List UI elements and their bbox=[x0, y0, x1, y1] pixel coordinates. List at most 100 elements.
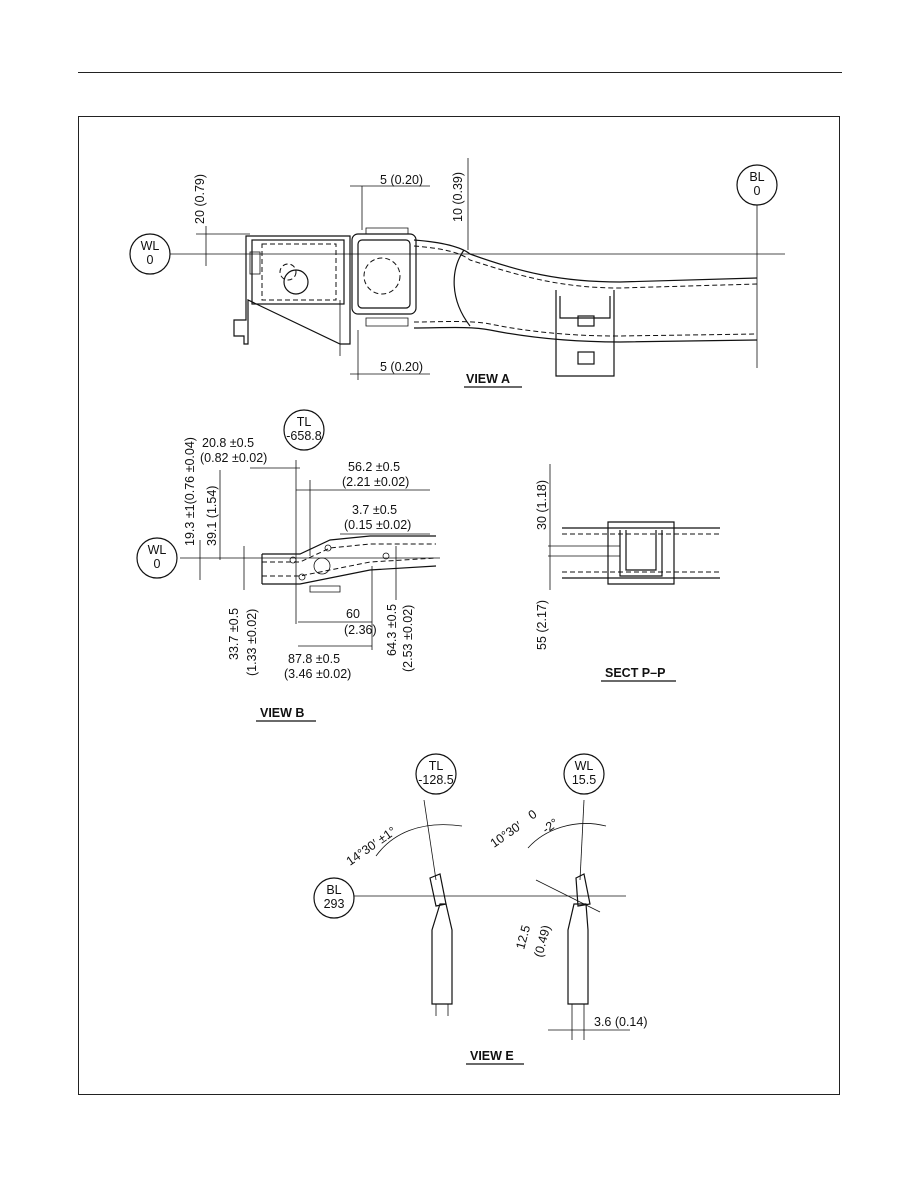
bl-label: BL bbox=[749, 170, 764, 184]
tl-b-label: TL bbox=[297, 415, 312, 429]
wl-0-callout bbox=[129, 233, 171, 275]
dim-height-20: 20 (0.79) bbox=[193, 174, 207, 224]
right-pipe-axis bbox=[579, 799, 585, 881]
wl-callout-b bbox=[136, 537, 178, 579]
view-e: TL -128.5 WL 15.5 BL 293 14°30′ ±1° 10°3… bbox=[313, 753, 648, 1065]
dim-d3-in: (0.15 ±0.02) bbox=[344, 518, 411, 532]
wl-value: 0 bbox=[147, 253, 154, 267]
dim-bottom-gap: 5 (0.20) bbox=[380, 360, 423, 374]
frame-hidden-lower bbox=[413, 321, 758, 337]
dim-d1: 20.8 ±0.5 bbox=[202, 436, 254, 450]
b-member-hidden-lower bbox=[262, 557, 437, 577]
frame-hidden-upper bbox=[413, 245, 758, 289]
pp-dim-bottom: 55 (2.17) bbox=[535, 600, 549, 650]
view-e-title: VIEW E bbox=[470, 1049, 514, 1063]
dim-v1: 19.3 ±1(0.76 ±0.04) bbox=[183, 437, 197, 546]
dim-d5: 87.8 ±0.5 bbox=[288, 652, 340, 666]
bracket-hidden-panel bbox=[261, 243, 337, 301]
bl-e-label: BL bbox=[326, 883, 341, 897]
b-member-hidden-upper bbox=[262, 543, 436, 563]
b-member-upper bbox=[262, 535, 436, 555]
section-p-p: 30 (1.18) 55 (2.17) SECT P–P bbox=[535, 464, 720, 682]
view-b-title: VIEW B bbox=[260, 706, 304, 720]
b-member-lower bbox=[262, 565, 437, 585]
wl-label: WL bbox=[141, 239, 160, 253]
dim-d4-in: (2.36) bbox=[344, 623, 377, 637]
b-hole-4 bbox=[382, 552, 390, 560]
clip-nut bbox=[577, 351, 595, 365]
view-a-title: VIEW A bbox=[466, 372, 510, 386]
left-bracket-outline bbox=[233, 235, 351, 345]
dim-d5-in: (3.46 ±0.02) bbox=[284, 667, 351, 681]
dim-v4: 64.3 ±0.5 bbox=[385, 604, 399, 656]
bl-value: 0 bbox=[754, 184, 761, 198]
wl-b-label: WL bbox=[148, 543, 167, 557]
left-angle-arc bbox=[375, 824, 463, 857]
pp-clip-inner bbox=[619, 530, 663, 577]
dim-v2: 39.1 (1.54) bbox=[205, 486, 219, 546]
angle-right-upper: 0 bbox=[526, 807, 540, 822]
dim-d2: 56.2 ±0.5 bbox=[348, 460, 400, 474]
tl-e-value: -128.5 bbox=[418, 773, 453, 787]
b-hole-large bbox=[313, 557, 331, 575]
tl-callout-b bbox=[283, 409, 325, 451]
view-b: TL -658.8 WL 0 20.8 ±0.5 (0.82 ±0.02) 56… bbox=[136, 409, 440, 722]
view-a: 5 (0.20) 5 (0.20) 10 (0.39) 20 (0.79) WL… bbox=[129, 158, 785, 388]
b-hole-2 bbox=[298, 573, 306, 581]
bracket-hidden-hole bbox=[279, 263, 297, 281]
dim-d4: 60 bbox=[346, 607, 360, 621]
tl-e-label: TL bbox=[429, 759, 444, 773]
mount-inner bbox=[357, 239, 411, 309]
b-pad bbox=[309, 585, 341, 593]
right-pipe bbox=[567, 903, 589, 1005]
dim-d3: 3.7 ±0.5 bbox=[352, 503, 397, 517]
mount-bottom-pad bbox=[365, 317, 409, 327]
b-hole-3 bbox=[324, 544, 332, 552]
bracket-slot bbox=[249, 251, 261, 275]
frame-upper-edge bbox=[413, 239, 758, 283]
pp-clip-inner-2 bbox=[625, 530, 657, 571]
bl-e-value: 293 bbox=[324, 897, 345, 911]
pp-clip-outer bbox=[607, 521, 675, 585]
pp-dim-top: 30 (1.18) bbox=[535, 480, 549, 530]
bl-callout-e bbox=[313, 877, 355, 919]
bracket-panel bbox=[251, 239, 345, 305]
wl-e-value: 15.5 bbox=[572, 773, 596, 787]
b-hole-1 bbox=[289, 556, 297, 564]
mount-top-pad bbox=[365, 227, 409, 235]
dim-d2-in: (2.21 ±0.02) bbox=[342, 475, 409, 489]
dim-v4-in: (2.53 ±0.02) bbox=[401, 605, 415, 672]
wl-e-label: WL bbox=[575, 759, 594, 773]
dim-len-in: (0.49) bbox=[531, 924, 553, 959]
sect-pp-title: SECT P–P bbox=[605, 666, 665, 680]
angle-left: 14°30′ ±1° bbox=[344, 824, 399, 868]
u-clip bbox=[555, 290, 615, 377]
right-pipe-end bbox=[575, 873, 591, 907]
bracket-hole bbox=[283, 269, 309, 295]
wl-callout-e bbox=[563, 753, 605, 795]
drawing-frame bbox=[78, 116, 840, 1095]
right-angle-arc bbox=[527, 823, 607, 849]
dim-top-gap: 5 (0.20) bbox=[380, 173, 423, 187]
angle-right: 10°30′ bbox=[488, 818, 525, 850]
header-rule bbox=[78, 72, 842, 73]
frame-lower-edge bbox=[413, 326, 758, 343]
bl-0-callout bbox=[736, 164, 778, 206]
dim-v3-in: (1.33 ±0.02) bbox=[245, 609, 259, 676]
u-clip-inner bbox=[559, 296, 611, 319]
mount-box bbox=[351, 233, 417, 315]
left-pipe bbox=[431, 903, 453, 1005]
right-len-ext bbox=[535, 879, 601, 913]
dim-height-10: 10 (0.39) bbox=[451, 172, 465, 222]
dim-len: 12.5 bbox=[513, 924, 533, 951]
left-pipe-end bbox=[429, 873, 447, 907]
mount-hidden-circle bbox=[363, 257, 401, 295]
frame-break-mark bbox=[453, 249, 471, 327]
tl-b-value: -658.8 bbox=[286, 429, 321, 443]
dim-v3: 33.7 ±0.5 bbox=[227, 608, 241, 660]
clip-bolt bbox=[577, 315, 595, 327]
angle-right-lower: -2° bbox=[540, 816, 561, 837]
dim-gap: 3.6 (0.14) bbox=[594, 1015, 648, 1029]
wl-b-value: 0 bbox=[154, 557, 161, 571]
